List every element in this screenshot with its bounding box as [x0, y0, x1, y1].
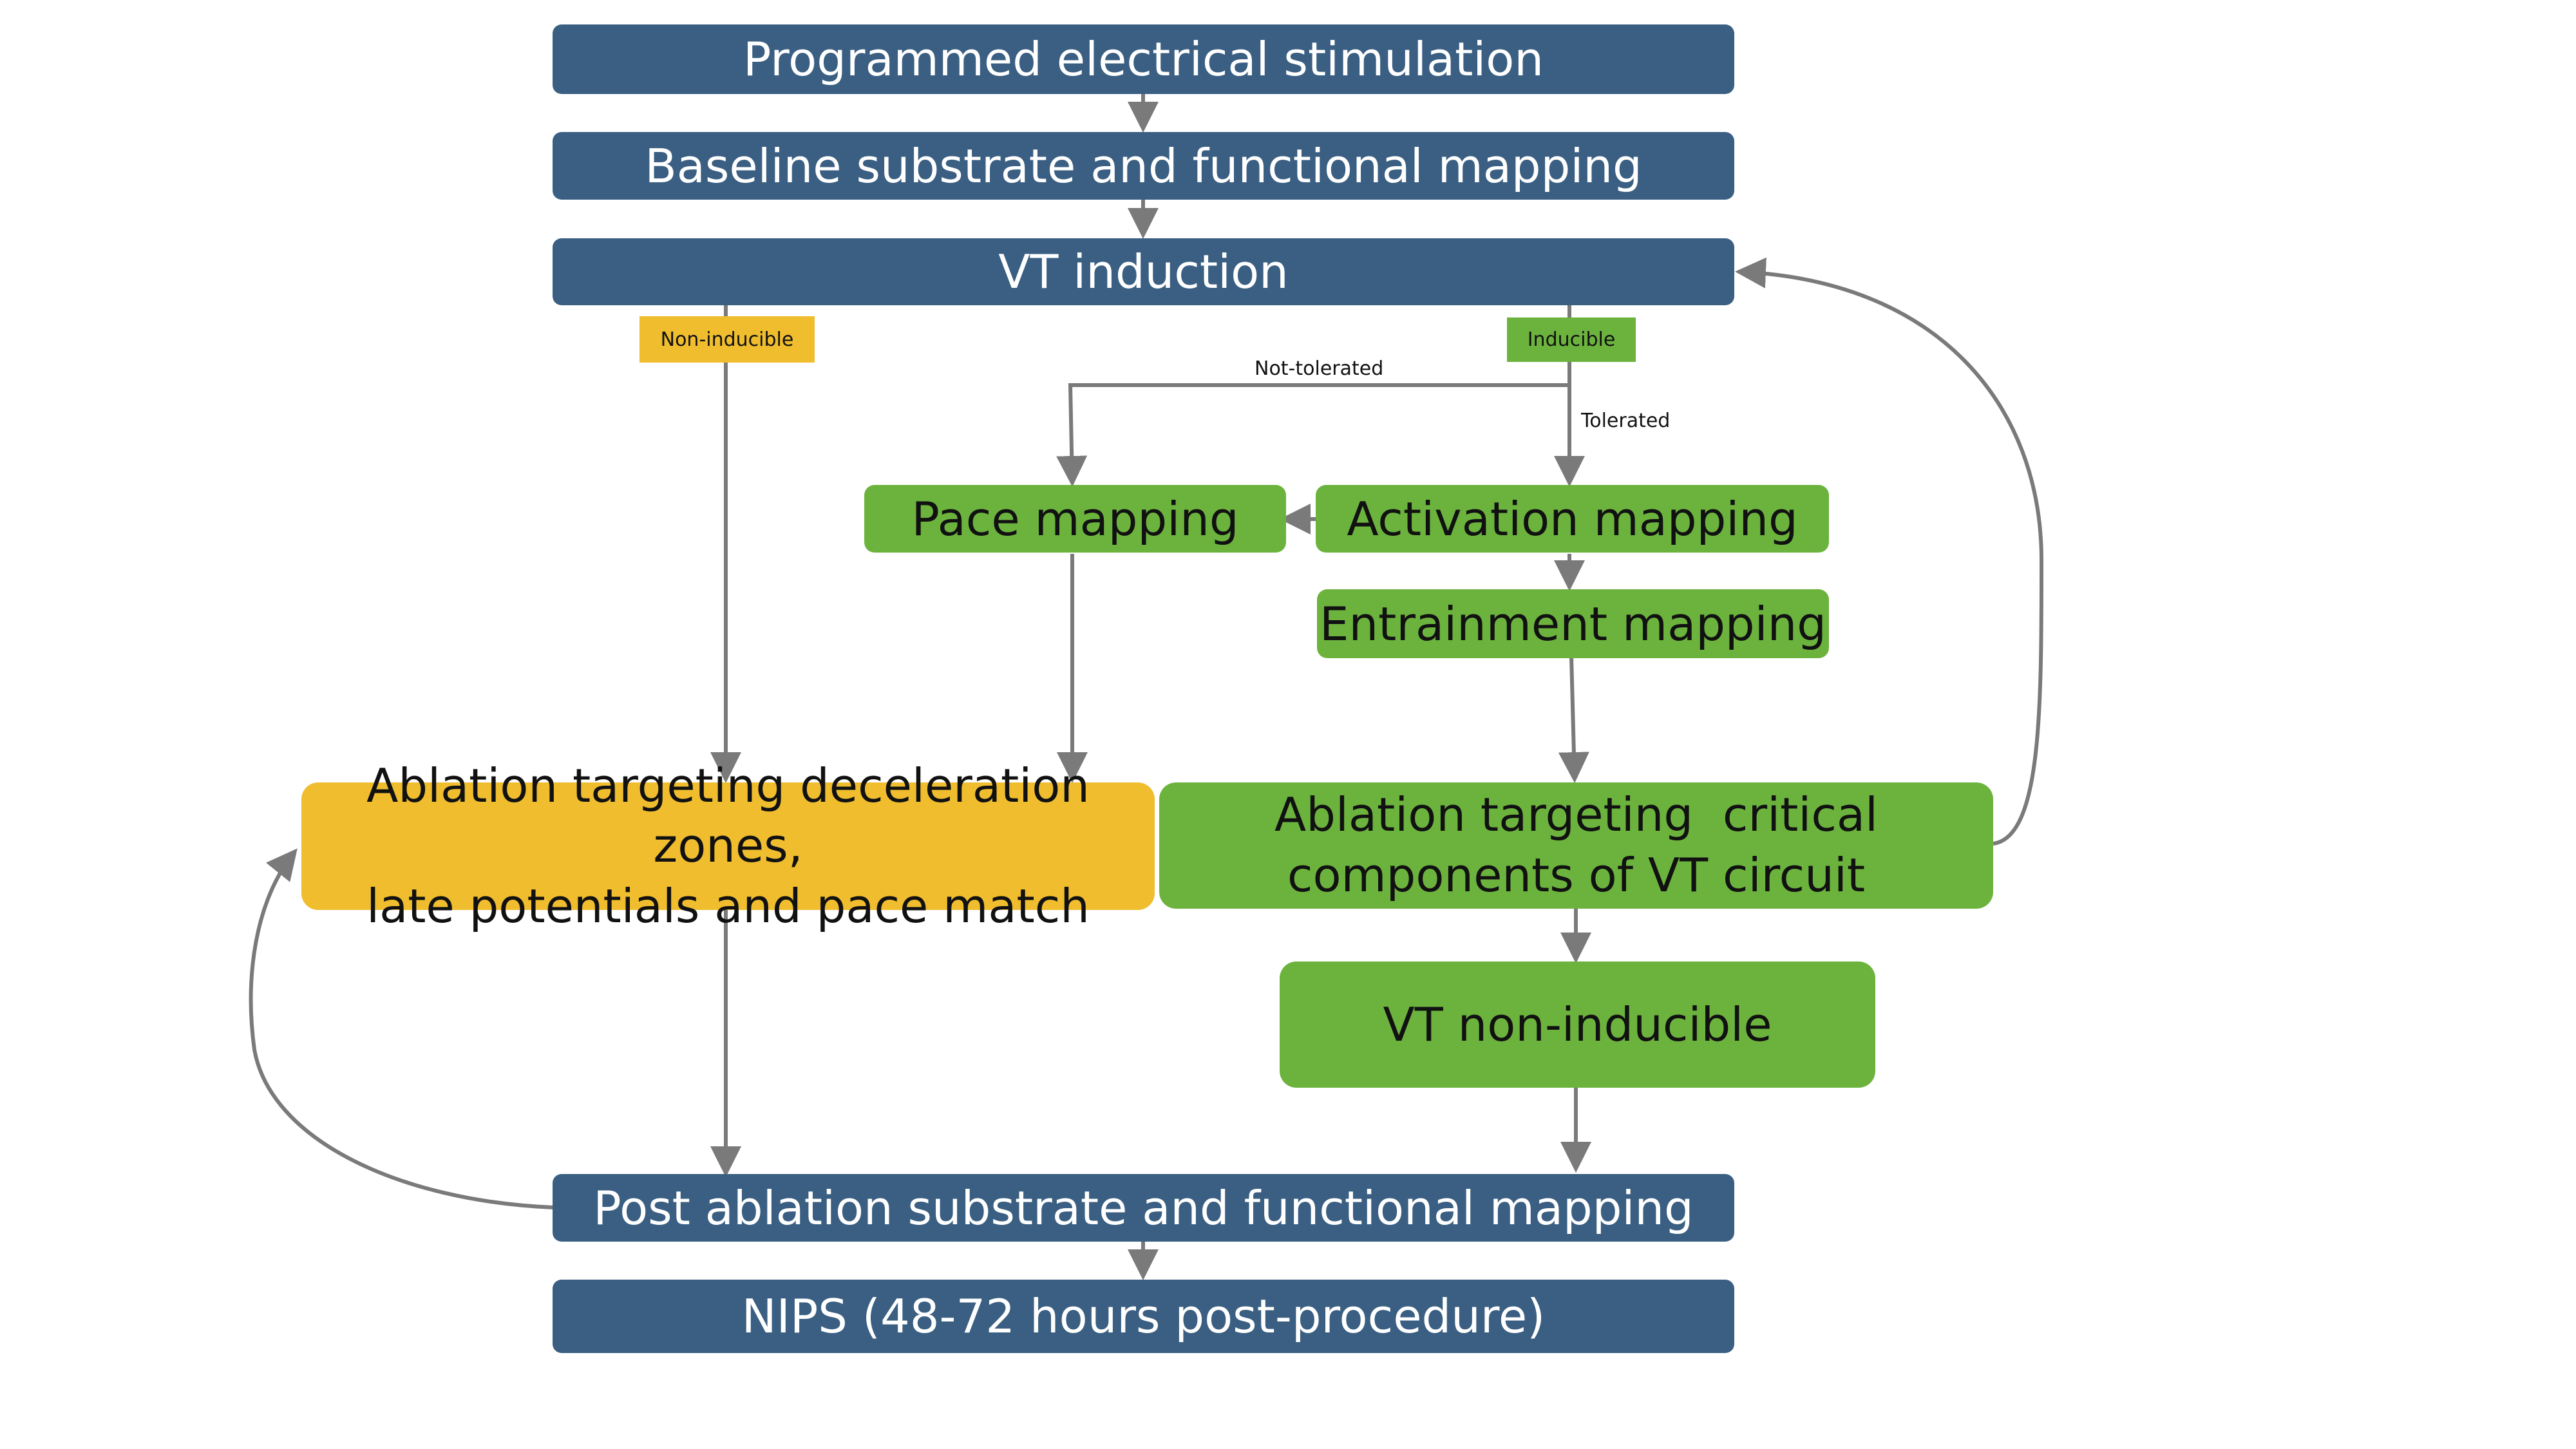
vt-induction-box: VT induction [553, 238, 1734, 305]
pace-mapping-label: Pace mapping [911, 491, 1239, 546]
arrow-entrainment-to-ablation-right [1558, 656, 1589, 783]
ablation-circuit-line-2: components of VT circuit [1287, 848, 1866, 902]
vt-non-inducible-box: VT non-inducible [1280, 961, 1875, 1088]
activation-mapping-box: Activation mapping [1316, 485, 1829, 553]
inducible-tag: Inducible [1507, 317, 1636, 362]
activation-mapping-label: Activation mapping [1347, 491, 1798, 546]
inducible-tag-label: Inducible [1527, 328, 1616, 351]
pes-box: Programmed electrical stimulation [553, 24, 1734, 94]
ablation-circuit-box: Ablation targeting critical components o… [1159, 782, 1993, 909]
baseline-mapping-label: Baseline substrate and functional mappin… [645, 138, 1642, 193]
ablation-substrate-line-1: Ablation targeting deceleration zones, [366, 758, 1090, 873]
vt-induction-label: VT induction [998, 245, 1289, 299]
non-inducible-tag-label: Non-inducible [660, 328, 794, 351]
tolerated-label: Tolerated [1581, 410, 1671, 432]
nips-box: NIPS (48-72 hours post-procedure) [553, 1280, 1734, 1353]
ablation-substrate-box: Ablation targeting deceleration zones, l… [301, 759, 1155, 933]
nips-label: NIPS (48-72 hours post-procedure) [741, 1289, 1546, 1343]
entrainment-mapping-box: Entrainment mapping [1317, 589, 1829, 658]
pes-label: Programmed electrical stimulation [743, 32, 1544, 86]
ablation-substrate-line-2: late potentials and pace match [366, 878, 1090, 933]
vt-non-inducible-label: VT non-inducible [1383, 998, 1772, 1052]
post-ablation-mapping-box: Post ablation substrate and functional m… [553, 1174, 1734, 1242]
ablation-circuit-line-1: Ablation targeting critical [1274, 788, 1879, 842]
pace-mapping-box: Pace mapping [864, 485, 1286, 553]
arrow-loop-post-to-ablation-left [249, 848, 554, 1209]
arrow-loop-ablation-right-to-induction [1735, 257, 2044, 846]
ablation-substrate-text: Ablation targeting deceleration zones, l… [301, 756, 1155, 937]
baseline-mapping-box: Baseline substrate and functional mappin… [553, 132, 1734, 200]
entrainment-mapping-label: Entrainment mapping [1320, 596, 1826, 651]
arrow-not-tolerated [1056, 383, 1569, 487]
not-tolerated-label: Not-tolerated [1255, 357, 1384, 380]
non-inducible-tag: Non-inducible [639, 316, 815, 363]
ablation-circuit-text: Ablation targeting critical components o… [1274, 785, 1878, 905]
post-ablation-mapping-label: Post ablation substrate and functional m… [593, 1180, 1694, 1235]
